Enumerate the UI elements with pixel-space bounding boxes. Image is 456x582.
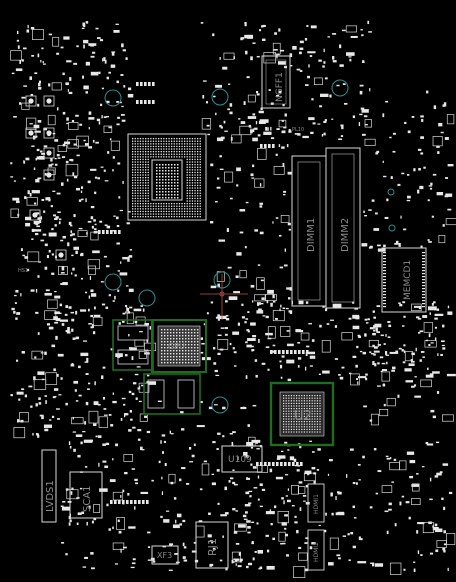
label-memcd1: MEMCD1 <box>403 260 413 300</box>
lvds1-connector[interactable] <box>41 449 57 523</box>
label-u2: U2 <box>294 409 312 424</box>
gpu-memory-bottom[interactable] <box>143 373 201 415</box>
hdmi1-connector[interactable] <box>307 483 325 523</box>
rj1-connector[interactable] <box>195 521 229 569</box>
component-field <box>10 20 456 578</box>
mounting-holes <box>104 79 396 414</box>
label-gpu: GPU <box>168 342 185 351</box>
label-pl10: PL10 <box>292 127 304 133</box>
u2-chip[interactable] <box>269 381 335 447</box>
ngff1-slot[interactable] <box>261 55 291 109</box>
u109-chip[interactable] <box>221 445 263 473</box>
dimm2-slot[interactable] <box>325 147 361 309</box>
label-u109: U109 <box>228 455 252 465</box>
xf3-component[interactable] <box>151 545 179 565</box>
label-hdmi1: HDMI1 <box>313 494 320 514</box>
label-lvds1: LVDS1 <box>45 480 56 512</box>
label-hdmi2: HDMI2 <box>313 542 320 562</box>
label-ngff1: NGFF1 <box>275 72 285 102</box>
label-dimm1: DIMM1 <box>306 218 317 252</box>
hdmi2-connector[interactable] <box>307 529 325 571</box>
label-hs1: HS1 <box>18 268 28 274</box>
memcd1-chip[interactable] <box>381 247 427 313</box>
crosshair-cursor-icon <box>200 274 248 320</box>
label-sca1: SCA1 <box>82 485 93 512</box>
gpu-memory-left[interactable] <box>112 319 154 371</box>
cpu-socket[interactable] <box>127 133 207 221</box>
label-dimm2: DIMM2 <box>340 218 351 252</box>
gpu-chip[interactable] <box>151 319 207 373</box>
sca1-component[interactable] <box>69 471 103 519</box>
label-rj1: RJ1 <box>206 538 219 556</box>
label-xf3: XF3 <box>157 551 172 560</box>
